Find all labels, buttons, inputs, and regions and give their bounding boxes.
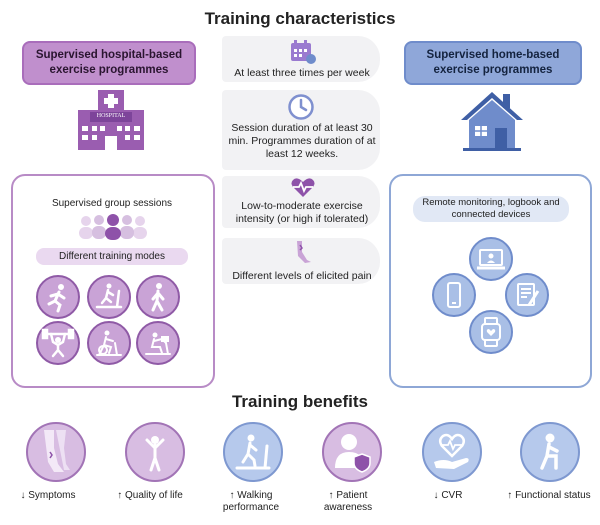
arrow-up-icon: ↑ xyxy=(117,490,123,501)
treadmill-mode-icon xyxy=(87,275,131,319)
hospital-programme-title: Supervised hospital-based exercise progr… xyxy=(22,41,196,85)
hospital-sign: HOSPITAL xyxy=(96,113,126,119)
person-cheer-icon xyxy=(125,422,185,482)
sitting-person-icon xyxy=(520,422,580,482)
arrow-down-icon: ↓ xyxy=(20,490,26,501)
heart-hand-icon xyxy=(422,422,482,482)
smartwatch-icon xyxy=(469,310,513,354)
treadmill-icon xyxy=(223,422,283,482)
running-icon xyxy=(36,275,80,319)
arrow-up-icon: ↑ xyxy=(229,490,235,501)
benefit-walking-performance: ↑ Walking performance xyxy=(208,490,294,514)
benefit-patient-awareness-label: Patient awareness xyxy=(323,490,373,513)
benefits-title: Training benefits xyxy=(231,392,369,411)
training-modes-label: Different training modes xyxy=(36,248,188,265)
benefit-walking-performance-label: Walking performance xyxy=(222,490,280,513)
page-title: Training characteristics xyxy=(204,9,396,28)
benefit-quality-of-life: ↑ Quality of life xyxy=(110,490,190,502)
computer-icon xyxy=(469,237,513,281)
benefit-symptoms-label: Symptoms xyxy=(28,490,76,501)
legs-icon xyxy=(26,422,86,482)
house-icon xyxy=(459,90,525,152)
duration-text: Session duration of at least 30 min. Pro… xyxy=(228,122,376,160)
rowing-icon xyxy=(136,321,180,365)
arrow-up-icon: ↑ xyxy=(328,490,334,501)
person-shield-icon xyxy=(322,422,382,482)
calendar-icon xyxy=(290,40,316,64)
pain-text: Different levels of elicited pain xyxy=(232,270,372,282)
remote-monitoring-text: Remote monitoring, logbook and connected… xyxy=(422,197,560,220)
walking-icon xyxy=(136,275,180,319)
cycling-icon xyxy=(87,321,131,365)
arrow-up-icon: ↑ xyxy=(507,490,513,501)
benefit-patient-awareness: ↑ Patient awareness xyxy=(308,490,388,514)
benefit-cvr: ↓ CVR xyxy=(408,490,488,502)
group-sessions-label: Supervised group sessions xyxy=(51,198,173,209)
frequency-text: At least three times per week xyxy=(234,67,370,79)
clock-icon xyxy=(288,94,314,120)
logbook-icon xyxy=(505,273,549,317)
hospital-programme-title-text: Supervised hospital-based exercise progr… xyxy=(35,49,183,76)
benefit-functional-status: ↑ Functional status xyxy=(506,490,592,502)
home-programme-title: Supervised home-based exercise programme… xyxy=(404,41,582,85)
phone-icon xyxy=(432,273,476,317)
benefit-cvr-label: CVR xyxy=(441,490,463,501)
weightlifting-icon xyxy=(36,321,80,365)
leg-pain-icon xyxy=(293,240,313,264)
benefit-functional-status-label: Functional status xyxy=(515,490,591,501)
home-programme-title-text: Supervised home-based exercise programme… xyxy=(426,49,560,76)
arrow-down-icon: ↓ xyxy=(433,490,439,501)
benefit-quality-of-life-label: Quality of life xyxy=(124,490,183,501)
benefit-symptoms: ↓ Symptoms xyxy=(8,490,88,502)
hospital-icon: HOSPITAL xyxy=(74,88,148,152)
group-people-icon xyxy=(78,213,148,241)
remote-monitoring-label: Remote monitoring, logbook and connected… xyxy=(413,196,569,222)
intensity-text: Low-to-moderate exercise intensity (or h… xyxy=(235,200,369,225)
heart-rate-icon xyxy=(290,176,316,198)
